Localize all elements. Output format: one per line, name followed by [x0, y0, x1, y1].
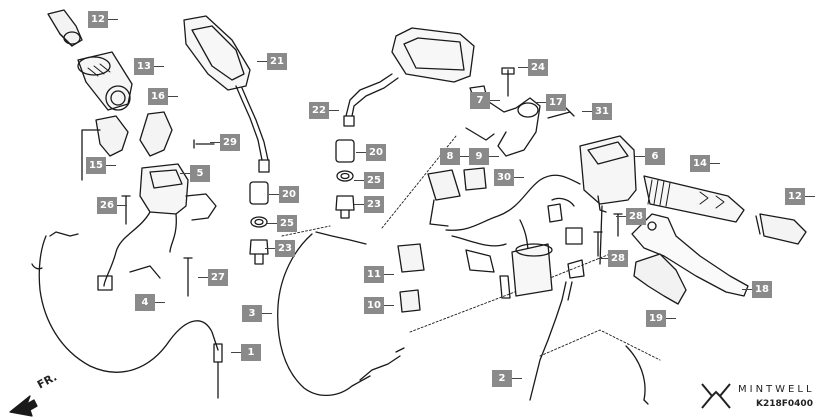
- part-callout-23-right: 23: [354, 196, 384, 213]
- screws-left: [121, 139, 215, 297]
- watermark-text: MINTWELL: [738, 384, 815, 395]
- throttle-cable: [277, 231, 405, 396]
- throttle-grip: [77, 51, 133, 111]
- wiring-harness: [445, 174, 583, 299]
- part-callout-19: 19: [646, 310, 676, 327]
- clutch-lever-bracket: [465, 67, 575, 157]
- left-mirror: [183, 15, 270, 173]
- part-callout-31: 31: [582, 103, 612, 120]
- left-switch-housing: [81, 111, 173, 181]
- part-callout-17: 17: [536, 94, 566, 111]
- part-callout-20-right: 20: [356, 144, 386, 161]
- part-callout-26: 26: [97, 197, 127, 214]
- watermark-logo-mark: [701, 383, 731, 409]
- speedometer-cable: [529, 259, 649, 405]
- mirror-mount-stack-right: [335, 139, 355, 219]
- part-callout-29: 29: [210, 134, 240, 151]
- part-callout-9: 9: [469, 148, 499, 165]
- part-callout-16: 16: [148, 88, 178, 105]
- part-callout-21: 21: [257, 53, 287, 70]
- part-callout-6: 6: [635, 148, 665, 165]
- part-callout-14: 14: [690, 155, 720, 172]
- right-grip-end-weight: [755, 213, 807, 245]
- right-mirror: [343, 27, 475, 127]
- left-handlebar-switch: [97, 163, 217, 291]
- part-callout-28-upper: 28: [616, 208, 646, 225]
- part-callout-24: 24: [518, 59, 548, 76]
- part-callout-27: 27: [198, 269, 228, 286]
- part-callout-4: 4: [135, 294, 165, 311]
- part-callout-5: 5: [180, 165, 210, 182]
- part-callout-7: 7: [470, 92, 500, 109]
- part-callout-30: 30: [494, 169, 524, 186]
- part-callout-22: 22: [309, 102, 339, 119]
- part-callout-8: 8: [440, 148, 470, 165]
- part-callout-1: 1: [231, 344, 261, 361]
- part-callout-2: 2: [492, 370, 522, 387]
- part-callout-15: 15: [86, 157, 116, 174]
- lever-cover: [633, 253, 687, 305]
- drawing-code: K218F0400: [756, 399, 813, 409]
- part-callout-18: 18: [742, 281, 772, 298]
- relay-units: [397, 167, 487, 313]
- mirror-mount-stack-left: [249, 181, 269, 265]
- part-callout-3: 3: [242, 305, 272, 322]
- part-callout-28-lower: 28: [598, 250, 628, 267]
- front-brake-lever: [631, 213, 749, 297]
- part-callout-25-left: 25: [267, 215, 297, 232]
- part-callout-23-left: 23: [265, 240, 295, 257]
- right-grip: [643, 175, 745, 223]
- part-callout-12-left: 12: [88, 11, 118, 28]
- part-callout-11: 11: [364, 266, 394, 283]
- left-grip-end-weight: [47, 9, 83, 47]
- clutch-cable: [31, 231, 223, 399]
- part-callout-12-right: 12: [785, 188, 815, 205]
- part-callout-10: 10: [364, 297, 394, 314]
- right-handlebar-switch: [579, 135, 637, 265]
- front-direction-arrow: [9, 395, 38, 417]
- part-callout-25-right: 25: [354, 172, 384, 189]
- screws-right: [593, 213, 623, 257]
- part-callout-20-left: 20: [269, 186, 299, 203]
- part-callout-13: 13: [134, 58, 164, 75]
